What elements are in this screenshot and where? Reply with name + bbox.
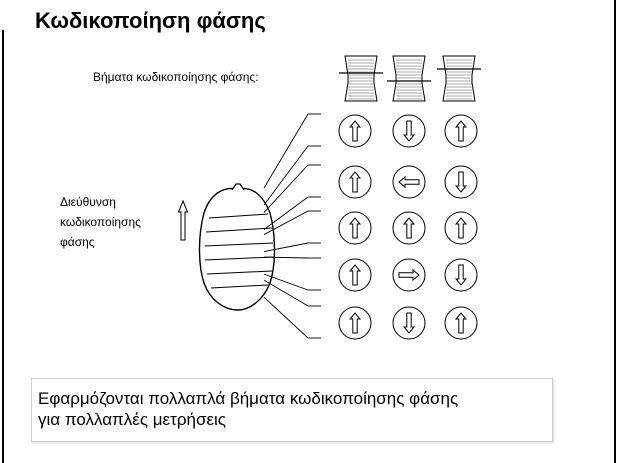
- object-band: [204, 256, 274, 261]
- encoding-direction-label-line: φάσης: [60, 235, 95, 249]
- caption-line: για πολλαπλές μετρήσεις: [38, 410, 226, 429]
- spin-phase-3-0: [338, 258, 372, 292]
- spin-phase-1-0: [338, 165, 372, 199]
- object-band: [204, 242, 274, 247]
- leader-line: [263, 145, 309, 206]
- spin-phase-0-2: [444, 114, 478, 148]
- spin-phase-4-2: [444, 306, 478, 340]
- spin-phase-2-0: [338, 211, 372, 245]
- object-band: [205, 227, 273, 233]
- spin-phase-2-2: [444, 211, 478, 245]
- encoding-direction-label-line: κωδικοποίησης: [60, 215, 141, 229]
- gradient-step-icon: [437, 55, 481, 102]
- leader-lines: [263, 113, 321, 339]
- leader-line: [263, 296, 309, 339]
- object-band: [208, 213, 269, 219]
- arrow-up-icon: [454, 120, 468, 142]
- spin-phase-3-1: [392, 258, 426, 292]
- spin-phase-1-2: [444, 165, 478, 199]
- arrow-down-icon: [454, 171, 468, 193]
- leader-line: [263, 164, 309, 213]
- object-slice: [198, 183, 276, 311]
- arrow-down-icon: [454, 264, 468, 286]
- frame-border-left: [2, 30, 4, 463]
- leader-line: [263, 242, 309, 253]
- leader-line: [263, 256, 309, 259]
- phase-steps-label: Βήματα κωδικοποίησης φάσης:: [93, 70, 259, 84]
- spin-phase-grid: [338, 114, 478, 340]
- spin-phase-4-1: [392, 306, 426, 340]
- spin-phase-0-1: [392, 114, 426, 148]
- object-band: [210, 284, 269, 289]
- spin-phase-2-1: [392, 211, 426, 245]
- frame-border-right: [614, 0, 616, 463]
- object-bands: [204, 213, 274, 289]
- arrow-up-icon: [454, 312, 468, 334]
- gradient-step-icon: [387, 55, 431, 102]
- arrow-up-icon: [177, 199, 189, 241]
- arrow-up-icon: [348, 171, 362, 193]
- caption-line: Εφαρμόζονται πολλαπλά βήματα κωδικοποίησ…: [38, 389, 459, 408]
- arrow-up-icon: [348, 264, 362, 286]
- slide-title: Κωδικοποίηση φάσης: [35, 8, 266, 33]
- leader-line: [263, 210, 309, 235]
- leader-line: [263, 196, 309, 230]
- direction-arrow: [177, 199, 189, 241]
- spin-phase-1-1: [392, 165, 426, 199]
- arrow-down-icon: [402, 312, 416, 334]
- phase-gradient-steps: [339, 55, 481, 102]
- arrow-left-icon: [398, 175, 420, 189]
- arrow-up-icon: [348, 217, 362, 239]
- object-top-bump: [231, 183, 245, 191]
- object-outline-shape: [198, 187, 276, 311]
- encoding-direction-label: Διεύθυνση κωδικοποίησης φάσης: [60, 192, 180, 252]
- leader-line: [263, 279, 309, 307]
- arrow-right-icon: [398, 268, 420, 282]
- arrow-up-icon: [348, 120, 362, 142]
- object-band: [206, 270, 273, 275]
- leader-line: [263, 113, 309, 189]
- arrow-up-icon: [348, 312, 362, 334]
- gradient-step-icon: [339, 55, 383, 102]
- arrow-up-icon: [402, 217, 416, 239]
- encoding-direction-label-line: Διεύθυνση: [60, 195, 116, 209]
- spin-phase-3-2: [444, 258, 478, 292]
- spin-phase-4-0: [338, 306, 372, 340]
- arrow-down-icon: [402, 120, 416, 142]
- spin-phase-0-0: [338, 114, 372, 148]
- arrow-up-icon: [454, 217, 468, 239]
- caption-box: Εφαρμόζονται πολλαπλά βήματα κωδικοποίησ…: [31, 378, 553, 442]
- leader-line: [263, 273, 309, 291]
